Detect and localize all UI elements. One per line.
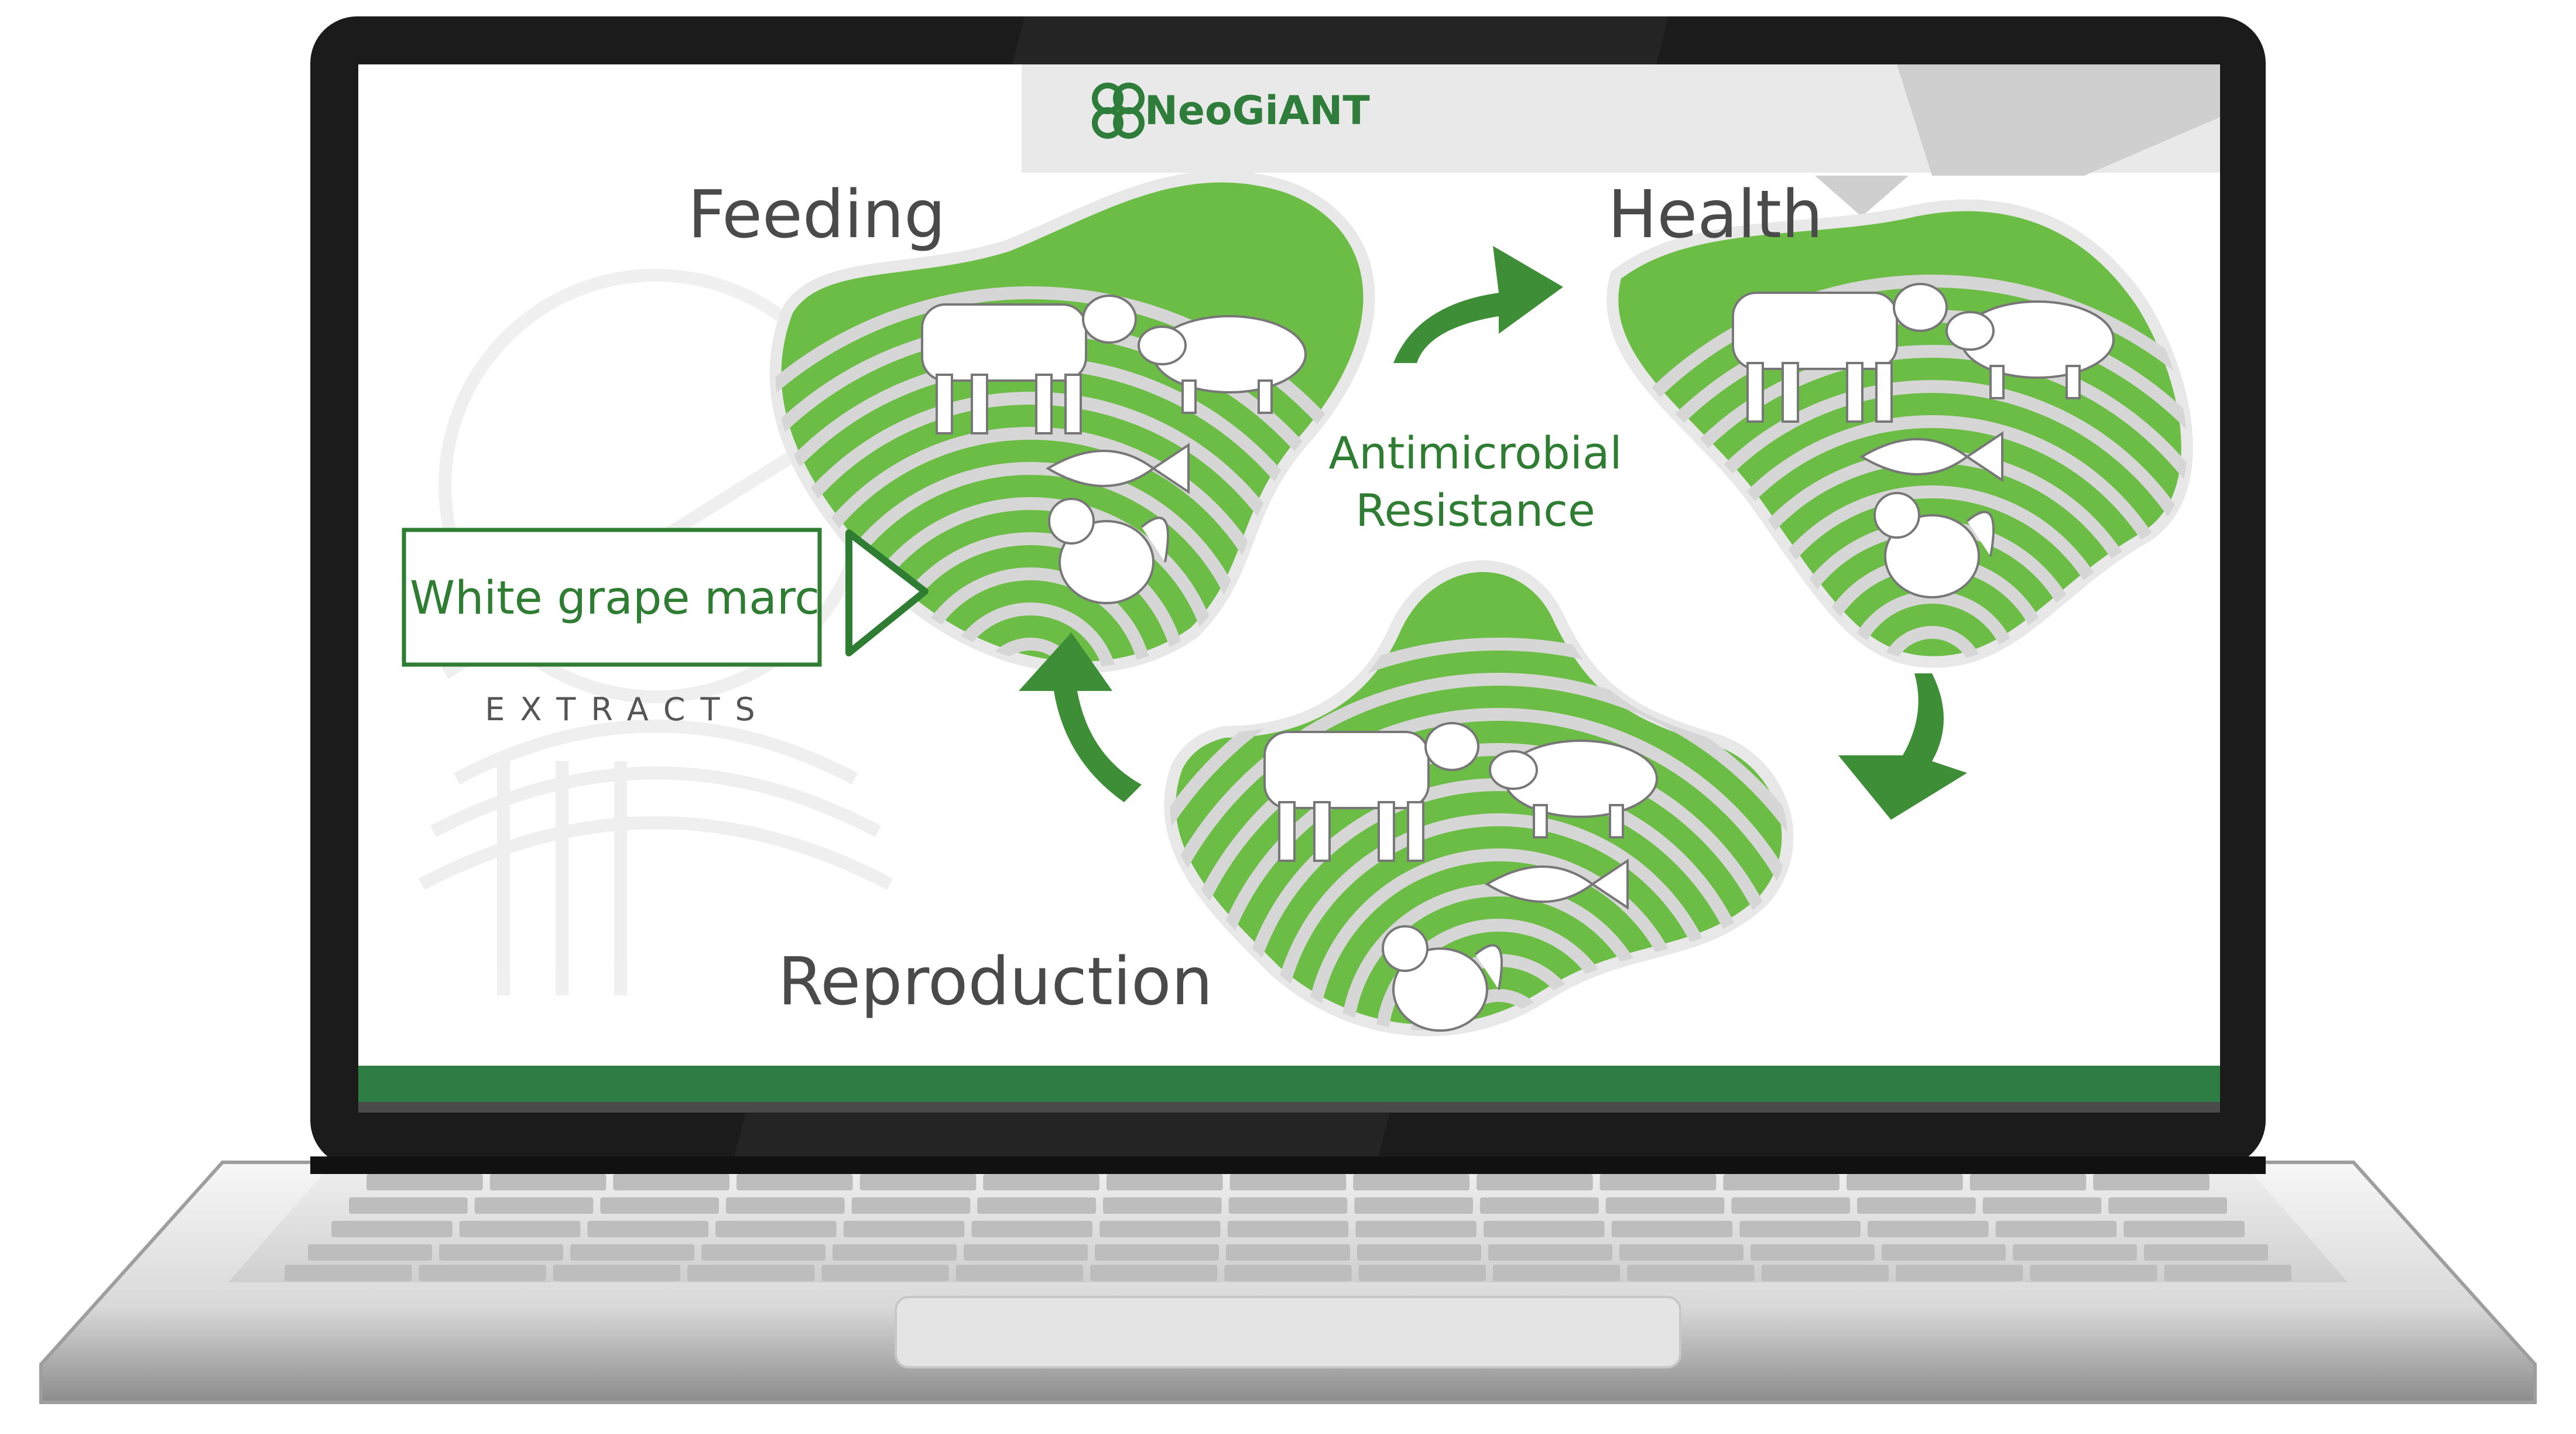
keyboard-key [1355, 1221, 1477, 1237]
trackpad [896, 1297, 1680, 1367]
keyboard-key [1983, 1197, 2102, 1214]
keyboard-key [977, 1197, 1096, 1214]
logo-text: NeoGiANT [1145, 88, 1370, 134]
keyboard-key [1751, 1244, 1875, 1261]
keyboard-key [737, 1174, 853, 1190]
keyboard-key [964, 1244, 1088, 1261]
keyboard-key [1224, 1265, 1351, 1281]
keyboard-key [553, 1265, 680, 1281]
keyboard-key [852, 1197, 971, 1214]
keyboard-key [600, 1197, 719, 1214]
keyboard-key [833, 1244, 957, 1261]
keyboard-key [1228, 1221, 1349, 1237]
keyboard-key [1103, 1197, 1222, 1214]
keyboard-key [1488, 1244, 1612, 1261]
keyboard-key [1996, 1221, 2117, 1237]
keyboard-key [1095, 1244, 1219, 1261]
feeding-label: Feeding [688, 177, 946, 253]
keyboard-key [613, 1174, 729, 1190]
amr-line-1: Antimicrobial [1328, 427, 1622, 479]
keyboard-key [1354, 1197, 1473, 1214]
keyboard-key [331, 1221, 453, 1237]
keyboard-key [1970, 1174, 2087, 1190]
keyboard-key [2123, 1221, 2245, 1237]
keyboard-key [490, 1174, 607, 1190]
keyboard-key [285, 1265, 412, 1281]
keyboard-key [1627, 1265, 1754, 1281]
health-label: Health [1608, 177, 1823, 253]
keyboard-key [2013, 1244, 2137, 1261]
keyboard-key [1230, 1174, 1347, 1190]
laptop-base [41, 1162, 2535, 1402]
keyboard-key [1731, 1197, 1850, 1214]
keyboard-key [1847, 1174, 1963, 1190]
keyboard-key [1099, 1221, 1221, 1237]
reproduction-label: Reproduction [777, 944, 1212, 1020]
keyboard-key [983, 1174, 1099, 1190]
keyboard-key [1357, 1244, 1481, 1261]
keyboard-key [1484, 1221, 1605, 1237]
keyboard-key [1857, 1197, 1976, 1214]
keyboard-key [1723, 1174, 1839, 1190]
keyboard-key [1868, 1221, 1989, 1237]
keyboard-key [1477, 1174, 1593, 1190]
keyboard-key [366, 1174, 483, 1190]
keyboard-key [1493, 1265, 1620, 1281]
keyboard-key [726, 1197, 845, 1214]
keyboard-key [1762, 1265, 1889, 1281]
slide-bottom-bar [358, 1066, 2220, 1102]
keyboard-key [1359, 1265, 1486, 1281]
keyboard-key [1353, 1174, 1469, 1190]
keyboard-key [687, 1265, 814, 1281]
keyboard-key [1606, 1197, 1725, 1214]
keyboard-key [1619, 1244, 1743, 1261]
keyboard-key [2030, 1265, 2157, 1281]
keyboard-key [2108, 1197, 2227, 1214]
keyboard-key [1882, 1244, 2006, 1261]
keyboard-key [1739, 1221, 1861, 1237]
keyboard-key [2144, 1244, 2268, 1261]
keyboard-key [1612, 1221, 1733, 1237]
keyboard-key [860, 1174, 977, 1190]
product-box-label: White grape marc [410, 572, 820, 625]
keyboard-key [821, 1265, 948, 1281]
keyboard-key [1226, 1244, 1350, 1261]
keyboard-key [715, 1221, 837, 1237]
keyboard-key [460, 1221, 581, 1237]
keyboard-key [1896, 1265, 2023, 1281]
keyboard-key [308, 1244, 432, 1261]
keyboard-key [1600, 1174, 1717, 1190]
keyboard-key [956, 1265, 1083, 1281]
keyboard-key [1229, 1197, 1348, 1214]
keyboard-key [844, 1221, 965, 1237]
keyboard-key [349, 1197, 468, 1214]
keyboard-key [570, 1244, 694, 1261]
keyboard-key [475, 1197, 594, 1214]
keyboard-key [1090, 1265, 1217, 1281]
keyboard-key [1107, 1174, 1223, 1190]
keyboard-key [701, 1244, 825, 1261]
keyboard-key [971, 1221, 1092, 1237]
keyboard-key [587, 1221, 708, 1237]
keyboard-key [419, 1265, 546, 1281]
product-box-sub: EXTRACTS [485, 691, 770, 728]
keyboard-key [2093, 1174, 2210, 1190]
keyboard-key [2164, 1265, 2291, 1281]
amr-line-2: Resistance [1355, 484, 1595, 536]
keyboard-key [439, 1244, 563, 1261]
keyboard-key [1480, 1197, 1599, 1214]
